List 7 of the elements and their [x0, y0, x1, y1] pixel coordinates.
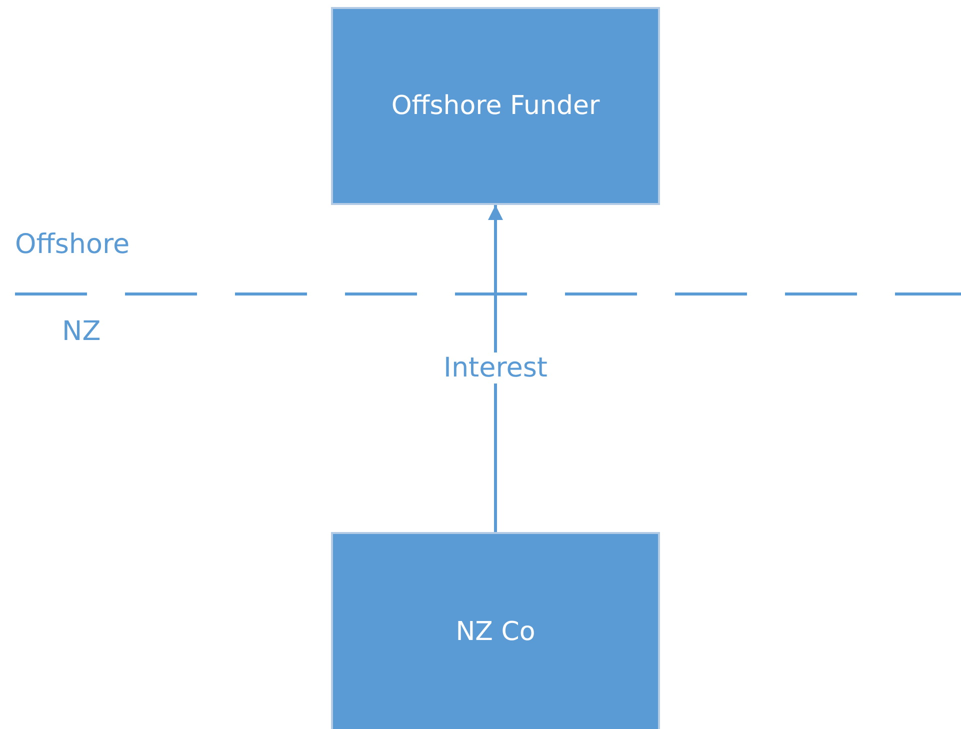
region-label: Offshore — [15, 229, 130, 260]
process-box — [331, 532, 660, 729]
node-label: NZ Co — [456, 617, 536, 647]
region-label: NZ — [62, 316, 101, 347]
process-box — [331, 7, 660, 205]
node-label: Offshore Funder — [391, 91, 600, 121]
arrow — [488, 205, 503, 532]
